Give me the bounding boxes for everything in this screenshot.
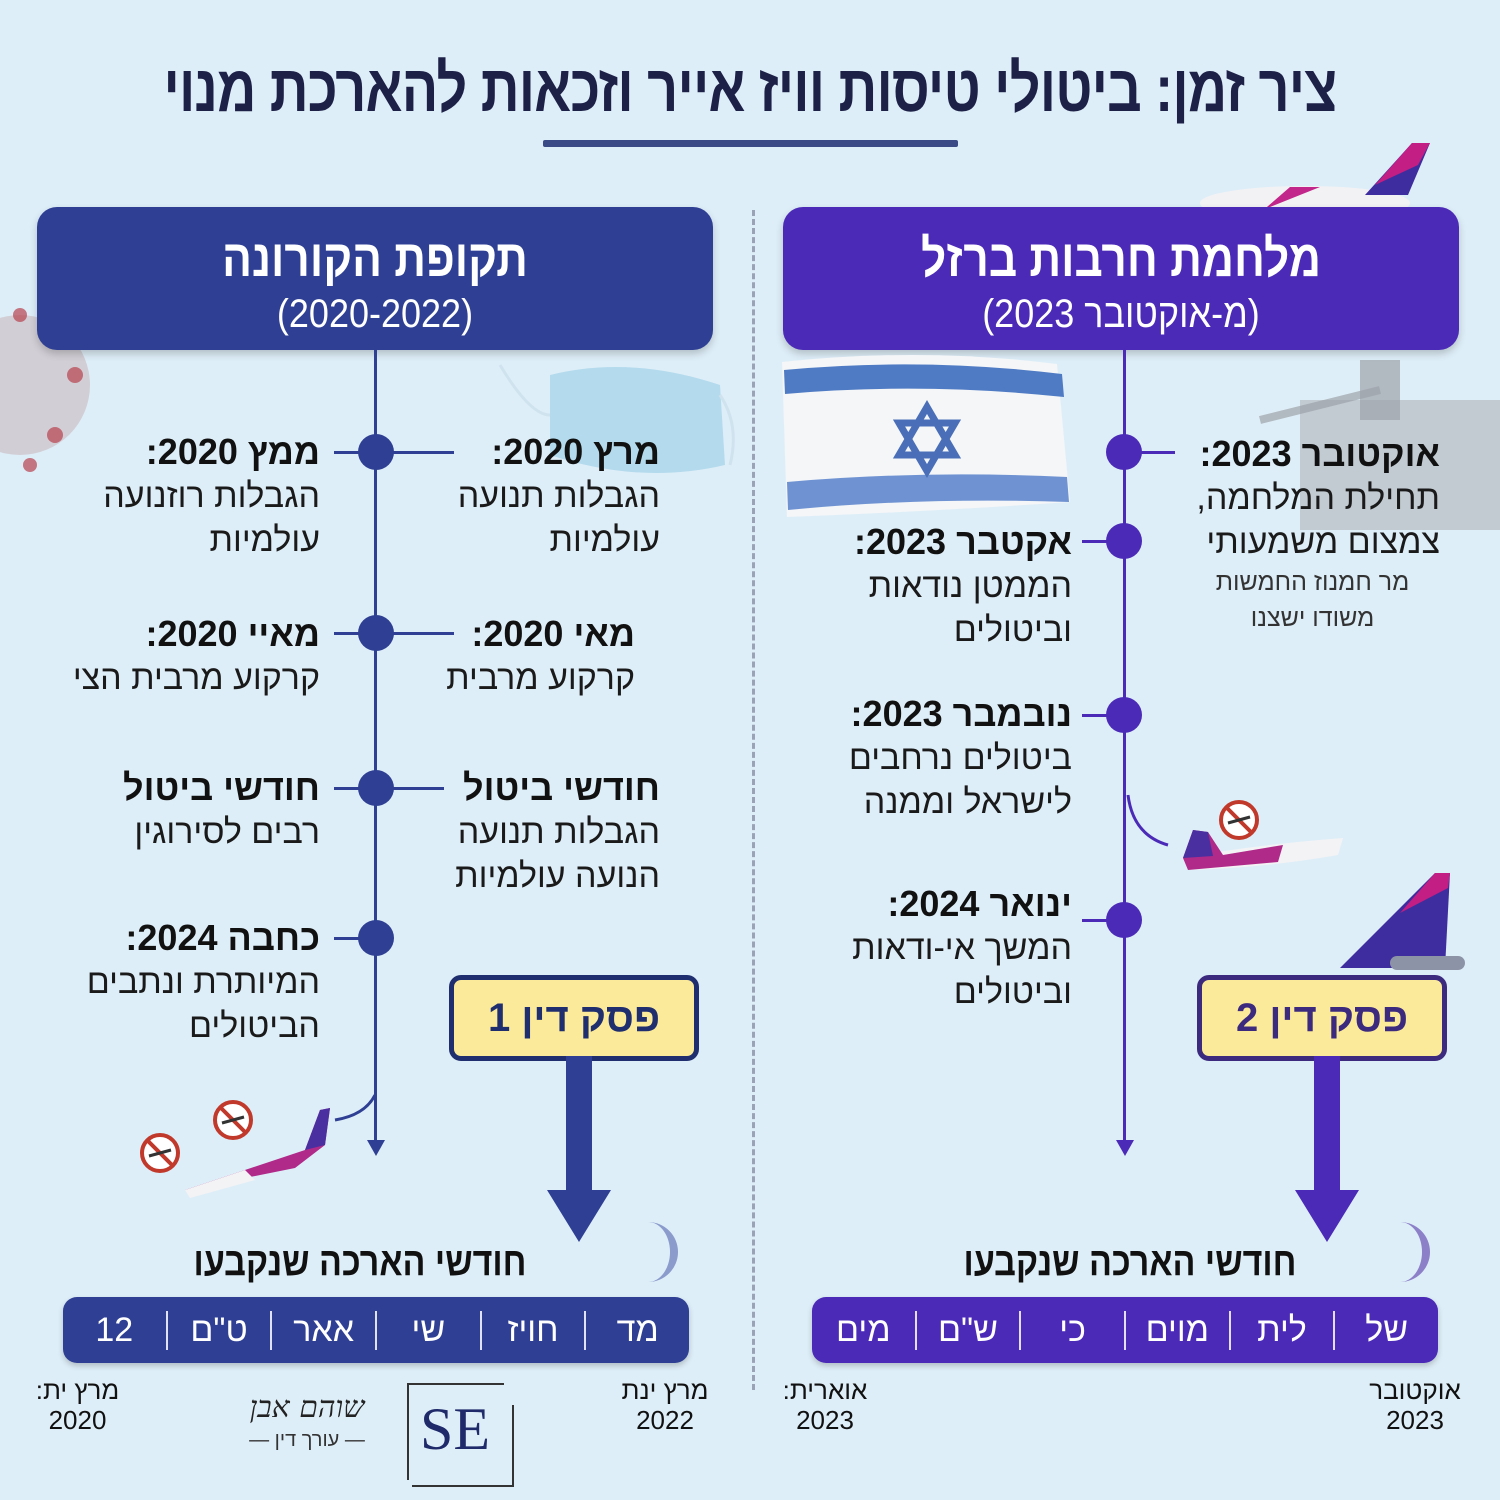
extension-cell: ט"ם [165, 1310, 271, 1350]
ruling-1-badge: פסק דין 1 [449, 975, 699, 1061]
timeline-dot [1106, 902, 1142, 938]
logo-frame [407, 1383, 504, 1480]
covid-extension-title: חודשי הארכה שנקבעו [193, 1240, 527, 1284]
covid-footer-start: מרץ ית: 2020 [35, 1375, 120, 1435]
covid-header-title: תקופת הקורונה [222, 230, 528, 288]
timeline-tick [334, 937, 374, 940]
event-2024: כחבה 2024: המיותרת ונתבים הביטולים [86, 917, 320, 1045]
extension-cell: לית [1228, 1310, 1334, 1350]
war-timeline-arrow-icon [1116, 1140, 1134, 1156]
event-oct-2023: אקטבר 2023: הממטן נודאות וביטולים [853, 521, 1072, 649]
extension-cell: אאר [270, 1310, 375, 1350]
timeline-dot [1106, 523, 1142, 559]
extension-cell: כי [1019, 1310, 1124, 1350]
covid-extension-months-bar: מד חויז שי אאר ט"ם 12 [63, 1297, 689, 1363]
timeline-tick [334, 451, 424, 454]
curved-arrow-icon [1392, 1222, 1430, 1282]
war-extension-months-bar: של לית מוים כי ש"ם מים [812, 1297, 1438, 1363]
cancelled-flight-airplane-icon [140, 1094, 375, 1198]
event-jan-2024: ינואר 2024: המשך אי-ודאות וביטולים [852, 883, 1072, 1011]
panel-divider [752, 210, 755, 1390]
lawyer-signature: שוהם אבן — עורך דין — [249, 1390, 365, 1451]
extension-cell: מוים [1123, 1310, 1229, 1350]
page-title: ציר זמן: ביטולי טיסות וויז אייר וזכאות ל… [163, 51, 1338, 125]
timeline-tick [1082, 540, 1112, 543]
ruling-1-arrow-shaft [566, 1056, 592, 1194]
ruling-1-arrow-icon [547, 1190, 611, 1242]
timeline-tick [1130, 451, 1175, 454]
extension-cell: שי [374, 1310, 480, 1350]
ruling-2-badge: פסק דין 2 [1197, 975, 1447, 1061]
war-header-years: (מ-אוקטובר 2023) [982, 292, 1260, 336]
timeline-dot [1106, 697, 1142, 733]
covid-timeline-arrow-icon [367, 1140, 385, 1156]
timeline-tick [334, 787, 444, 790]
extension-cell: מד [584, 1310, 689, 1350]
no-flight-icon [140, 1133, 180, 1173]
event-may-2020-alt: מאיי 2020: קרקוע מרבית הצי [72, 613, 320, 697]
extension-cell: מים [836, 1310, 891, 1349]
covid-header-years: (2020-2022) [276, 292, 474, 336]
timeline-tick [334, 632, 454, 635]
no-flight-icon [1219, 800, 1259, 840]
war-footer-end: אוארית: 2023 [782, 1375, 868, 1435]
event-oct-2023-start: אוקטובר 2023: תחילת המלחמה, צמצום משמעות… [1196, 433, 1440, 632]
war-timeline-line [1123, 350, 1126, 1140]
covid-timeline-line [374, 350, 377, 1140]
face-mask-icon [498, 364, 735, 473]
event-mar-2020: מרץ 2020: הגבלות תנועה עולמיות [457, 431, 660, 559]
se-logo: SE [420, 1396, 491, 1462]
extension-cell: 12 [95, 1310, 134, 1349]
curved-arrow-icon [640, 1222, 678, 1282]
war-footer-start: אוקטובר 2023 [1369, 1375, 1461, 1435]
war-extension-title: חודשי הארכה שנקבעו [963, 1240, 1297, 1284]
timeline-tick [1082, 714, 1112, 717]
extension-cell: של [1333, 1310, 1438, 1350]
event-nov-2023: נובמבר 2023: ביטולים נרחבים לישראל וממנה [848, 693, 1072, 821]
ruling-2-arrow-shaft [1314, 1056, 1340, 1194]
cancelled-flight-airplane-icon [1126, 794, 1343, 870]
event-may-2020: מאי 2020: קרקוע מרבית [446, 613, 635, 697]
covid-footer-end: מרץ ינת 2022 [621, 1375, 709, 1435]
israel-flag-icon [782, 354, 1070, 517]
extension-cell: ש"ם [914, 1310, 1020, 1350]
timeline-tick [1082, 919, 1112, 922]
war-period-header: מלחמת חרבות ברזל (מ-אוקטובר 2023) [783, 207, 1459, 350]
title-underline [543, 140, 958, 147]
warship-icon [1259, 360, 1500, 530]
extension-cell: חויז [479, 1310, 585, 1350]
covid-period-header: תקופת הקורונה (2020-2022) [37, 207, 713, 350]
event-cancellation-months: חודשי ביטול הגבלות תנועה הנועה עולמיות [455, 767, 660, 895]
event-mar-2020-alt: ממץ 2020: הגבלות רוזנועה עולמיות [103, 431, 320, 559]
event-cancellation-months-alt: חודשי ביטול רבים לסירוגין [123, 767, 320, 851]
timeline-tick [394, 451, 454, 454]
logo-frame-inner [412, 1405, 514, 1487]
war-header-title: מלחמת חרבות ברזל [921, 230, 1321, 288]
ruling-2-arrow-icon [1295, 1190, 1359, 1242]
airplane-tail-icon [1340, 873, 1465, 970]
